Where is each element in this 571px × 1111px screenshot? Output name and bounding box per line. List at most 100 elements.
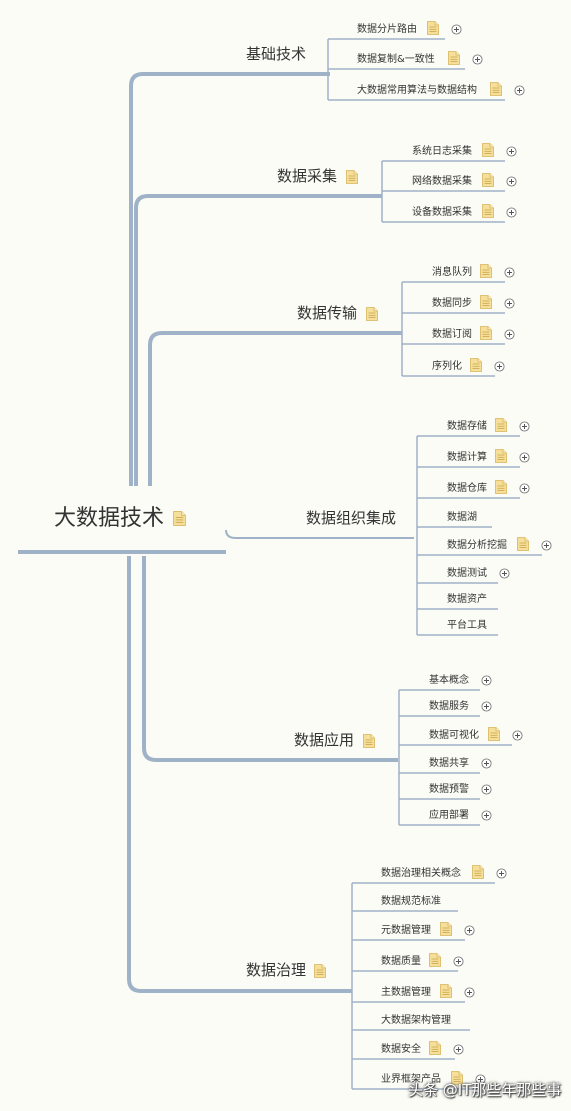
note-icon[interactable] — [450, 1071, 463, 1085]
leaf-node[interactable]: 业界框架产品 — [381, 1074, 441, 1085]
leaf-node[interactable]: 大数据常用算法与数据结构 — [357, 85, 477, 96]
branch-connector — [148, 331, 402, 486]
branch-node[interactable]: 数据应用 — [294, 731, 355, 749]
note-icon[interactable] — [346, 170, 358, 184]
note-icon[interactable] — [366, 307, 378, 321]
expand-plus-icon[interactable] — [506, 146, 517, 157]
branch-node[interactable]: 数据传输 — [297, 304, 358, 322]
expand-plus-icon[interactable] — [481, 758, 492, 769]
expand-plus-icon[interactable] — [506, 207, 517, 218]
leaf-node[interactable]: 数据复制&一致性 — [357, 54, 435, 65]
watermark: 头条 @IT那些年那些事 — [408, 1081, 562, 1099]
expand-plus-icon[interactable] — [481, 675, 492, 686]
note-icon[interactable] — [471, 865, 484, 879]
note-icon[interactable] — [495, 480, 508, 494]
leaf-node[interactable]: 系统日志采集 — [412, 146, 472, 157]
note-icon[interactable] — [481, 173, 494, 187]
expand-plus-icon[interactable] — [494, 361, 505, 372]
note-icon[interactable] — [173, 511, 186, 526]
leaf-node[interactable]: 数据可视化 — [429, 730, 479, 741]
leaf-node[interactable]: 基本概念 — [429, 675, 469, 686]
expand-plus-icon[interactable] — [504, 298, 515, 309]
note-icon[interactable] — [481, 143, 494, 157]
leaf-node[interactable]: 数据订阅 — [432, 329, 472, 340]
note-icon[interactable] — [429, 953, 442, 967]
leaf-node[interactable]: 数据预警 — [429, 784, 469, 795]
leaf-node[interactable]: 应用部署 — [429, 810, 469, 821]
branch-connector — [129, 72, 330, 486]
expand-plus-icon[interactable] — [512, 730, 523, 741]
leaf-node[interactable]: 设备数据采集 — [412, 207, 472, 218]
leaf-node[interactable]: 数据分析挖掘 — [447, 540, 507, 551]
branch-connector — [225, 529, 414, 539]
leaf-node[interactable]: 数据同步 — [432, 298, 472, 309]
expand-plus-icon[interactable] — [499, 568, 510, 579]
leaf-node[interactable]: 数据规范标准 — [381, 896, 441, 907]
note-icon[interactable] — [490, 82, 503, 96]
expand-plus-icon[interactable] — [519, 421, 530, 432]
note-icon[interactable] — [426, 21, 439, 35]
expand-plus-icon[interactable] — [519, 452, 530, 463]
branch-node[interactable]: 基础技术 — [246, 45, 307, 63]
note-icon[interactable] — [495, 418, 508, 432]
root-node[interactable]: 大数据技术 — [54, 506, 165, 531]
note-icon[interactable] — [363, 734, 375, 748]
expand-plus-icon[interactable] — [481, 784, 492, 795]
note-icon[interactable] — [481, 204, 494, 218]
expand-plus-icon[interactable] — [481, 701, 492, 712]
note-icon[interactable] — [440, 922, 452, 936]
leaf-node[interactable]: 数据湖 — [447, 512, 477, 523]
leaf-node[interactable]: 数据分片路由 — [357, 24, 417, 35]
leaf-node[interactable]: 数据仓库 — [447, 483, 487, 494]
leaf-node[interactable]: 数据计算 — [447, 452, 487, 463]
note-icon[interactable] — [469, 358, 482, 372]
leaf-node[interactable]: 数据共享 — [429, 758, 469, 769]
expand-plus-icon[interactable] — [519, 483, 530, 494]
expand-plus-icon[interactable] — [541, 540, 552, 551]
leaf-node[interactable]: 数据质量 — [381, 956, 421, 967]
leaf-node[interactable]: 数据存储 — [447, 421, 487, 432]
expand-plus-icon[interactable] — [453, 1044, 464, 1055]
note-icon[interactable] — [480, 264, 493, 278]
branch-node[interactable]: 数据治理 — [246, 961, 307, 979]
branch-node[interactable]: 数据组织集成 — [306, 509, 397, 527]
leaf-node[interactable]: 网络数据采集 — [412, 176, 472, 187]
note-icon[interactable] — [429, 1041, 442, 1055]
expand-plus-icon[interactable] — [453, 956, 464, 967]
leaf-node[interactable]: 数据测试 — [447, 568, 487, 579]
note-icon[interactable] — [447, 51, 460, 65]
expand-plus-icon[interactable] — [496, 868, 507, 879]
branch-node[interactable]: 数据采集 — [277, 167, 338, 185]
leaf-node[interactable]: 主数据管理 — [381, 987, 431, 998]
expand-plus-icon[interactable] — [464, 987, 475, 998]
expand-plus-icon[interactable] — [504, 267, 515, 278]
branch-connector — [142, 556, 398, 762]
expand-plus-icon[interactable] — [472, 54, 483, 65]
note-icon[interactable] — [516, 537, 529, 551]
expand-plus-icon[interactable] — [464, 925, 475, 936]
leaf-node[interactable]: 数据资产 — [447, 594, 487, 605]
note-icon[interactable] — [314, 964, 326, 978]
expand-plus-icon[interactable] — [506, 176, 517, 187]
leaf-node[interactable]: 元数据管理 — [381, 925, 431, 936]
note-icon[interactable] — [495, 449, 508, 463]
leaf-node[interactable]: 数据治理相关概念 — [381, 868, 461, 879]
note-icon[interactable] — [480, 326, 493, 340]
expand-plus-icon[interactable] — [504, 329, 515, 340]
expand-plus-icon[interactable] — [451, 24, 462, 35]
leaf-node[interactable]: 序列化 — [432, 361, 462, 372]
leaf-node[interactable]: 数据安全 — [381, 1044, 421, 1055]
note-icon[interactable] — [480, 295, 493, 309]
branch-connector — [127, 556, 352, 993]
expand-plus-icon[interactable] — [481, 810, 492, 821]
note-icon[interactable] — [488, 727, 500, 741]
note-icon[interactable] — [440, 984, 452, 998]
expand-plus-icon[interactable] — [475, 1074, 486, 1085]
leaf-node[interactable]: 数据服务 — [429, 701, 469, 712]
leaf-node[interactable]: 大数据架构管理 — [381, 1015, 451, 1026]
leaf-node[interactable]: 平台工具 — [447, 620, 487, 631]
expand-plus-icon[interactable] — [514, 85, 525, 96]
leaf-node[interactable]: 消息队列 — [432, 267, 472, 278]
